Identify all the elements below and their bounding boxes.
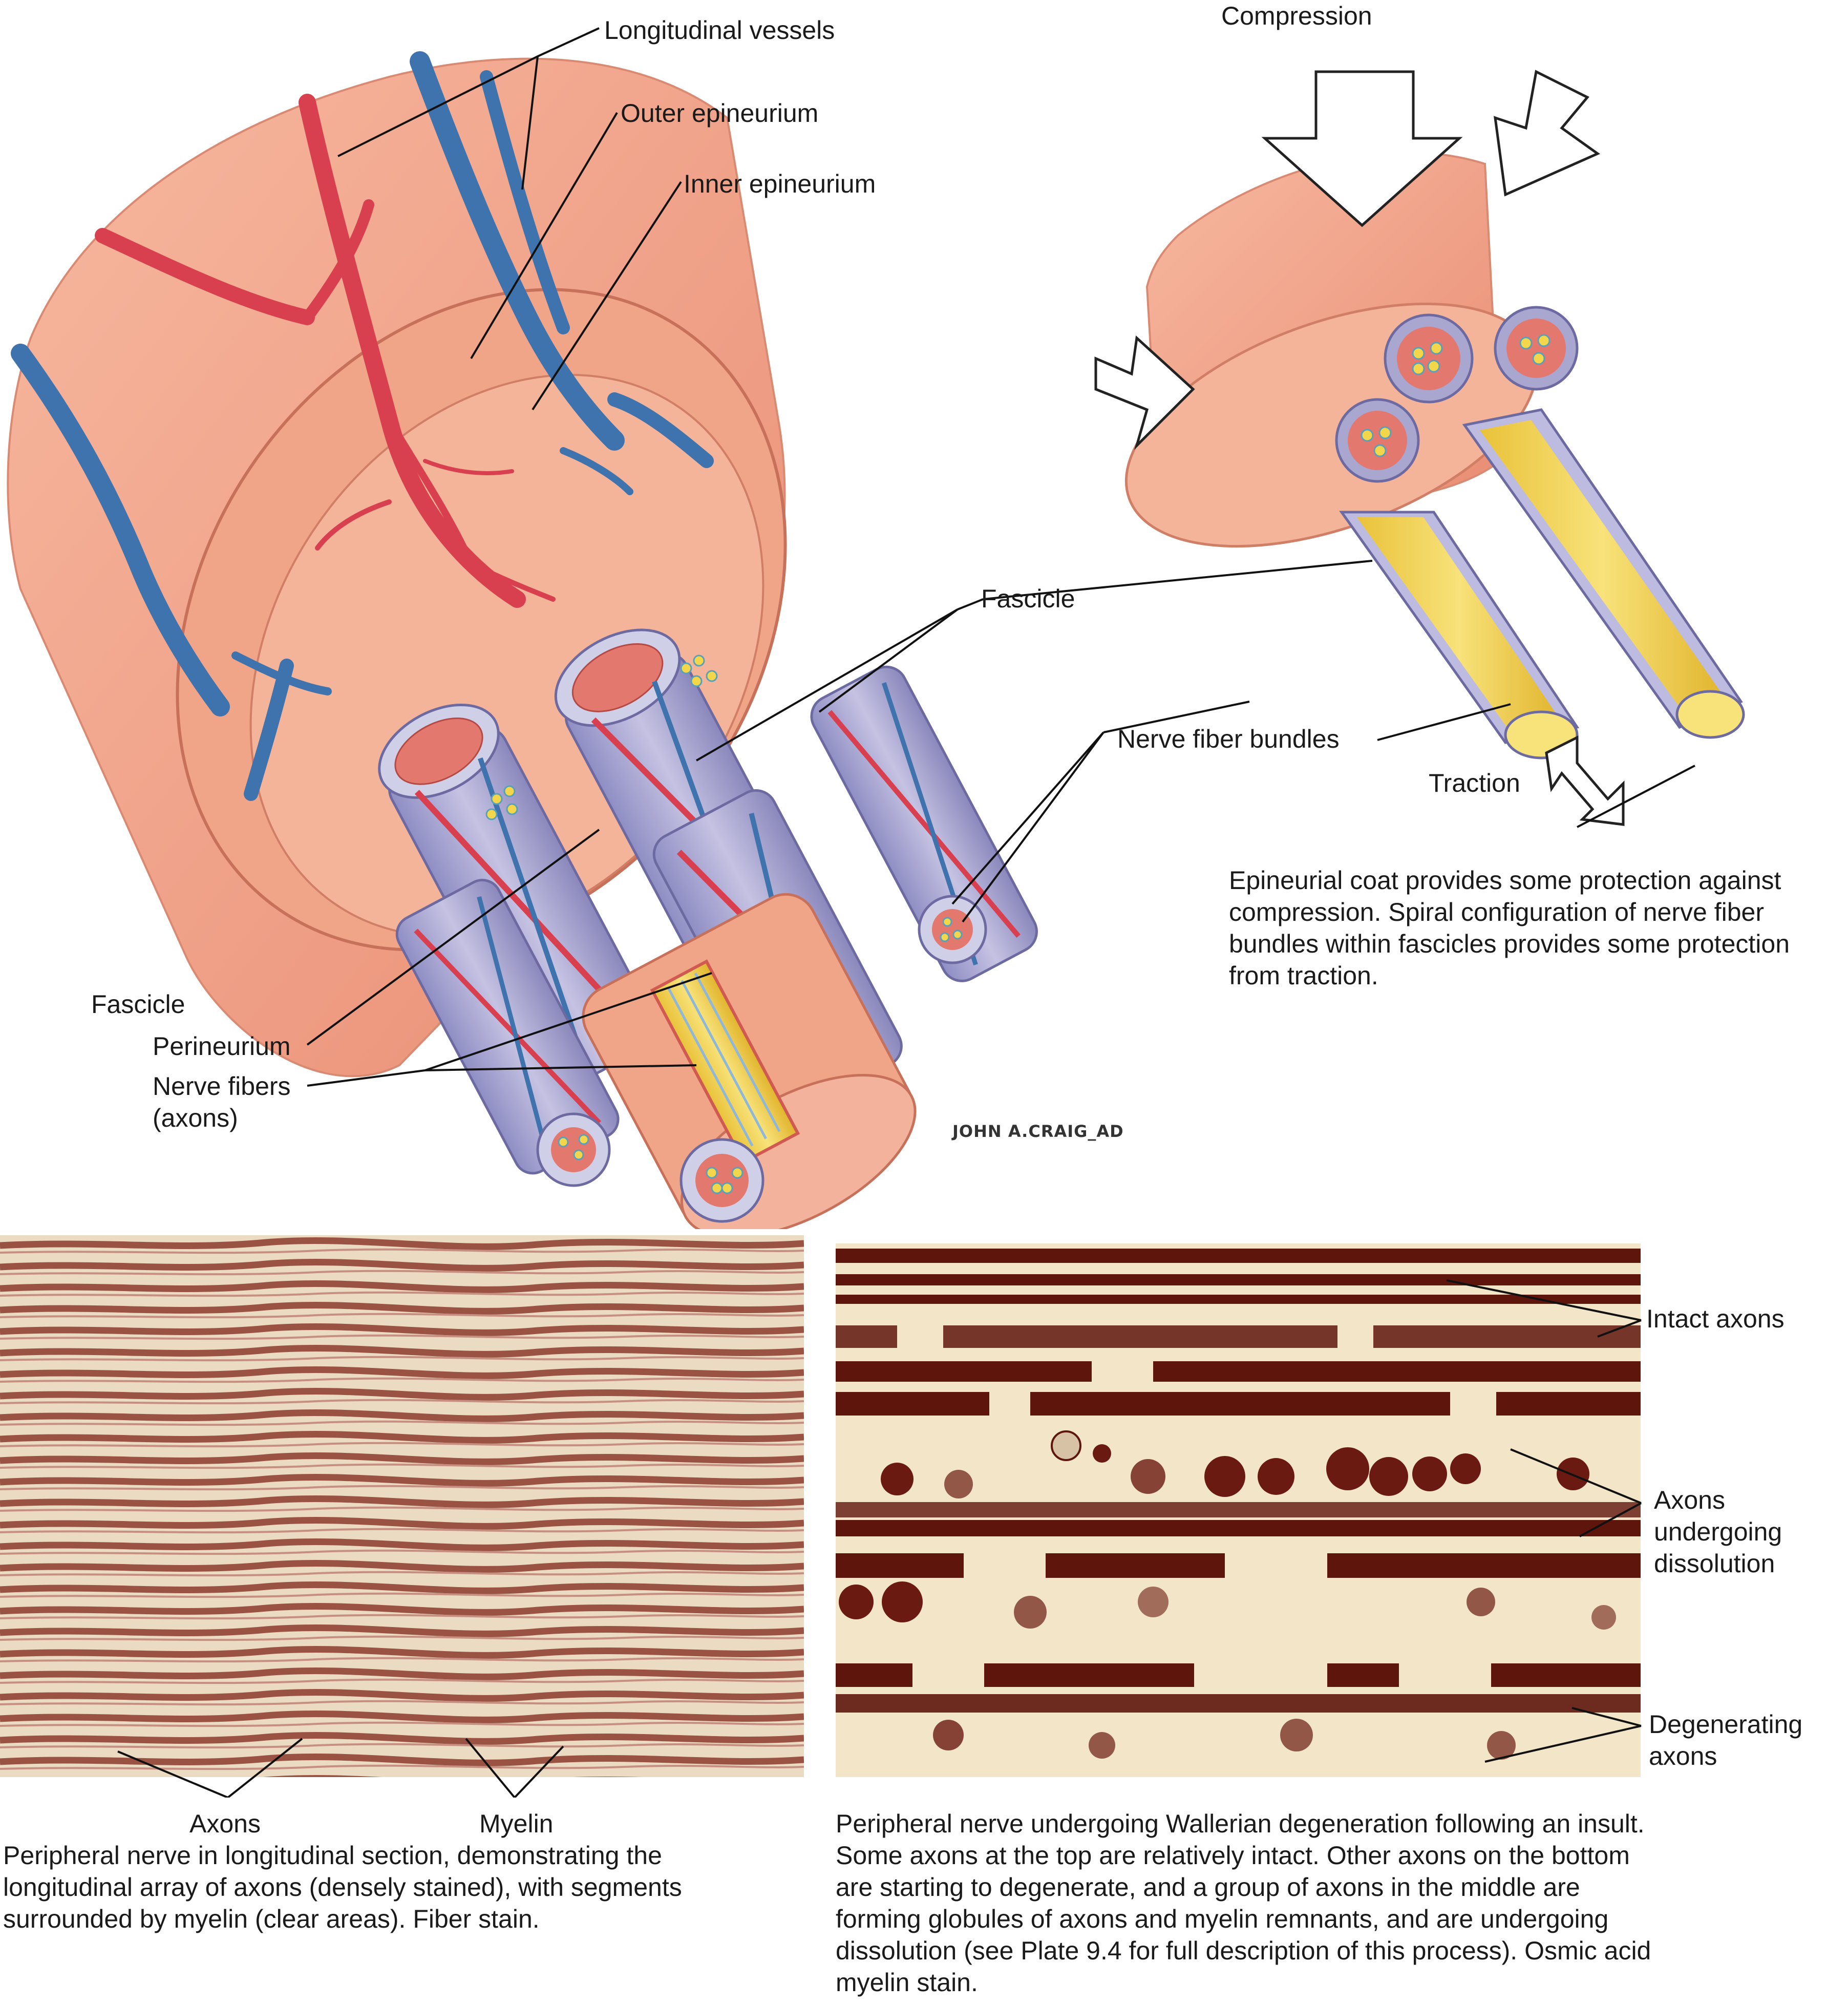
artist-signature: JOHN A.CRAIG_AD	[952, 1122, 1124, 1141]
label-nerve-fibers-axons: (axons)	[153, 1104, 238, 1132]
compression-traction-model	[1094, 70, 1745, 826]
peripheral-nerve-illustration	[7, 27, 1745, 1229]
compression-arrow-side-icon	[1094, 70, 1601, 450]
label-intact-axons: Intact axons	[1646, 1304, 1785, 1333]
vein-vessels	[11, 51, 714, 801]
compression-arrow-icon	[1261, 70, 1463, 227]
fascicle-cylinders	[378, 628, 1038, 1229]
fascicle-cross-sections	[1335, 306, 1579, 483]
label-perineurium: Perineurium	[153, 1032, 291, 1061]
label-myelin: Myelin	[479, 1809, 554, 1838]
label-nerve-fibers: Nerve fibers	[153, 1072, 291, 1101]
label-axons-left: Axons	[189, 1809, 261, 1838]
label-traction: Traction	[1429, 769, 1520, 797]
osmic-acid-stain-pattern	[836, 1249, 1641, 1760]
label-axons-dissolution-1: Axons	[1654, 1486, 1725, 1514]
label-compression: Compression	[1221, 2, 1372, 30]
caption-bottom-right: Peripheral nerve undergoing Wallerian de…	[836, 1809, 1651, 1997]
fiber-stain-pattern	[0, 1235, 804, 1777]
extruded-fascicles	[1339, 408, 1745, 759]
label-nerve-fiber-bundles: Nerve fiber bundles	[1117, 725, 1340, 753]
leader-lines	[306, 27, 1695, 1087]
artery-vessels	[95, 94, 556, 608]
micrograph-longitudinal-section	[0, 1235, 804, 1777]
label-fascicle-right: Fascicle	[981, 584, 1075, 613]
label-axons-dissolution-2: undergoing	[1654, 1517, 1782, 1546]
caption-bottom-left: Peripheral nerve in longitudinal section…	[3, 1841, 682, 1933]
micrograph-right-leaders	[1446, 1279, 1642, 1763]
label-inner-epineurium: Inner epineurium	[684, 170, 876, 198]
label-degenerating-2: axons	[1649, 1742, 1717, 1770]
caption-top-right: Epineurial coat provides some protection…	[1229, 866, 1790, 990]
micrograph-left-leaders	[117, 1738, 564, 1798]
label-axons-dissolution-3: dissolution	[1654, 1549, 1775, 1578]
label-longitudinal-vessels: Longitudinal vessels	[604, 16, 835, 45]
label-degenerating-1: Degenerating	[1649, 1710, 1803, 1739]
traction-arrow-icon	[1545, 735, 1625, 826]
label-outer-epineurium: Outer epineurium	[621, 99, 819, 128]
label-fascicle-left: Fascicle	[91, 990, 185, 1019]
micrograph-wallerian-degeneration	[836, 1243, 1641, 1777]
